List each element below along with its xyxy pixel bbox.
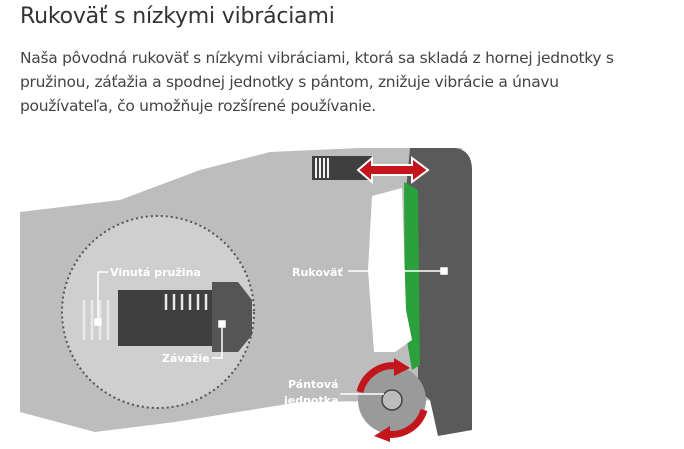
handle-diagram: Vinutá pružina Závažie Rukoväť Pántová j…	[0, 130, 684, 449]
section-description: Naša pôvodná rukoväť s nízkymi vibráciam…	[20, 49, 614, 115]
handle-label: Rukoväť	[292, 266, 343, 279]
weight-label: Závažie	[162, 352, 210, 365]
handle-opening	[368, 188, 412, 352]
section-heading: Rukoväť s nízkymi vibráciami	[20, 4, 335, 29]
spring-callout-line	[97, 271, 108, 322]
spring-detail-inset	[61, 215, 255, 409]
double-arrow-horizontal-icon	[356, 155, 430, 185]
hinge-label-line2: jednotka	[283, 394, 339, 407]
weight-callout-line	[212, 324, 223, 359]
top-spring-coils	[315, 158, 329, 178]
handle-grip	[406, 148, 472, 436]
spring-label: Vinutá pružina	[110, 266, 201, 279]
hinge-label-line1: Pántová	[288, 378, 338, 391]
rotation-arrows-icon	[356, 358, 428, 442]
